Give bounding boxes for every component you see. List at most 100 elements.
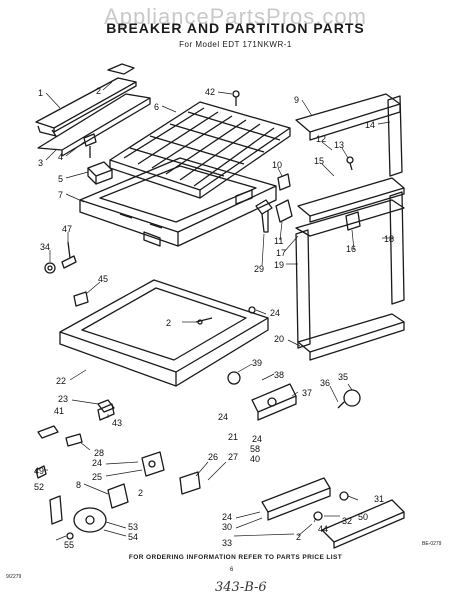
callout-35: 35 xyxy=(338,372,348,382)
callout-20: 20 xyxy=(274,334,284,344)
callout-10: 10 xyxy=(272,160,282,170)
callout-2: 2 xyxy=(138,488,143,498)
callout-25: 25 xyxy=(92,472,102,482)
part-13-screw xyxy=(346,156,354,171)
callout-30: 30 xyxy=(222,522,232,532)
part-10-clip xyxy=(277,173,291,191)
callout-8: 8 xyxy=(76,480,81,490)
callout-2: 2 xyxy=(166,318,171,328)
part-19-strip xyxy=(295,229,311,349)
callout-13: 13 xyxy=(334,140,344,150)
callout-24: 24 xyxy=(92,458,102,468)
part-24a-screw xyxy=(248,306,256,314)
part-53-motor xyxy=(73,507,107,533)
callout-24: 24 xyxy=(222,512,232,522)
callout-36: 36 xyxy=(320,378,330,388)
part-43-clip xyxy=(97,403,115,421)
part-39-knob xyxy=(227,371,241,385)
part-16-clip xyxy=(345,211,361,231)
handwritten-note: 343-B-6 xyxy=(215,580,267,595)
part-49-clip xyxy=(35,465,47,479)
part-47-stem xyxy=(61,241,77,269)
callout-58: 58 xyxy=(250,444,260,454)
part-4-screw xyxy=(83,133,97,158)
callout-54: 54 xyxy=(128,532,138,542)
callout-19: 19 xyxy=(274,260,284,270)
callout-31: 31 xyxy=(374,494,384,504)
callout-38: 38 xyxy=(274,370,284,380)
callout-9: 9 xyxy=(294,95,299,105)
callout-22: 22 xyxy=(56,376,66,386)
diagram-title: BREAKER AND PARTITION PARTS xyxy=(106,20,365,36)
part-2b-screw xyxy=(195,317,213,325)
callout-32: 32 xyxy=(342,516,352,526)
callout-4: 4 xyxy=(58,152,63,162)
part-rail-3 xyxy=(37,93,151,157)
part-29-hinge xyxy=(255,199,273,233)
part-52-bracket xyxy=(49,495,63,525)
part-35-light-bulb xyxy=(337,389,361,409)
part-33-grille xyxy=(321,499,405,549)
part-9-partition-top xyxy=(295,93,401,141)
part-8-damper xyxy=(107,483,129,509)
watermark: AppliancePartsPros.com xyxy=(104,4,367,29)
callout-11: 11 xyxy=(274,236,283,246)
callout-5: 5 xyxy=(58,174,63,184)
callout-16: 16 xyxy=(346,244,356,254)
callout-24: 24 xyxy=(270,308,280,318)
callout-23: 23 xyxy=(58,394,68,404)
callout-1: 1 xyxy=(38,88,43,98)
part-45-clip xyxy=(73,291,89,307)
callout-37: 37 xyxy=(302,388,312,398)
part-42-screw xyxy=(232,90,240,106)
part-28-connector xyxy=(65,433,83,447)
callout-50: 50 xyxy=(358,512,368,522)
callout-52: 52 xyxy=(34,482,44,492)
part-23-bracket xyxy=(97,399,115,413)
callout-42: 42 xyxy=(205,87,215,97)
callout-24: 24 xyxy=(252,434,262,444)
part-5-block xyxy=(87,161,113,185)
callout-47: 47 xyxy=(62,224,72,234)
callout-33: 33 xyxy=(222,538,232,548)
part-11-bracket xyxy=(275,199,293,223)
callout-17: 17 xyxy=(276,248,286,258)
part-20-partition-bottom xyxy=(297,313,405,361)
part-26-housing xyxy=(179,471,201,495)
part-6-grille xyxy=(109,101,291,199)
doc-id: BE-0279 xyxy=(422,541,442,547)
part-rail-1 xyxy=(35,63,137,137)
part-41-terminal xyxy=(37,425,59,439)
callout-12: 12 xyxy=(316,134,326,144)
part-17-divider xyxy=(295,199,405,237)
part-31-fan xyxy=(339,491,349,501)
bottom-left-code: 9/2279 xyxy=(6,574,22,580)
callout-29: 29 xyxy=(254,264,264,274)
part-25-switch xyxy=(141,451,165,477)
part-22-lower-breaker xyxy=(59,279,269,387)
callout-44: 44 xyxy=(318,524,328,534)
model-line: For Model EDT 171NKWR-1 xyxy=(179,40,292,49)
part-7-frame xyxy=(79,157,277,247)
callout-6: 6 xyxy=(154,102,159,112)
callout-3: 3 xyxy=(38,158,43,168)
page-number: 6 xyxy=(230,567,234,573)
callout-55: 55 xyxy=(64,540,74,550)
callout-28: 28 xyxy=(94,448,104,458)
callout-2: 2 xyxy=(96,86,101,96)
callout-26: 26 xyxy=(208,452,218,462)
footer-note: FOR ORDERING INFORMATION REFER TO PARTS … xyxy=(128,554,343,561)
callout-49: 49 xyxy=(34,466,44,476)
callout-40: 40 xyxy=(250,454,260,464)
part-15-partition-mid xyxy=(297,177,405,223)
callout-15: 15 xyxy=(314,156,324,166)
callout-27: 27 xyxy=(228,452,238,462)
callout-21: 21 xyxy=(228,432,238,442)
callout-39: 39 xyxy=(252,358,262,368)
part-55-screw xyxy=(66,532,74,540)
part-34-knob xyxy=(44,262,56,274)
callout-24: 24 xyxy=(218,412,228,422)
part-37-housing xyxy=(251,383,297,421)
